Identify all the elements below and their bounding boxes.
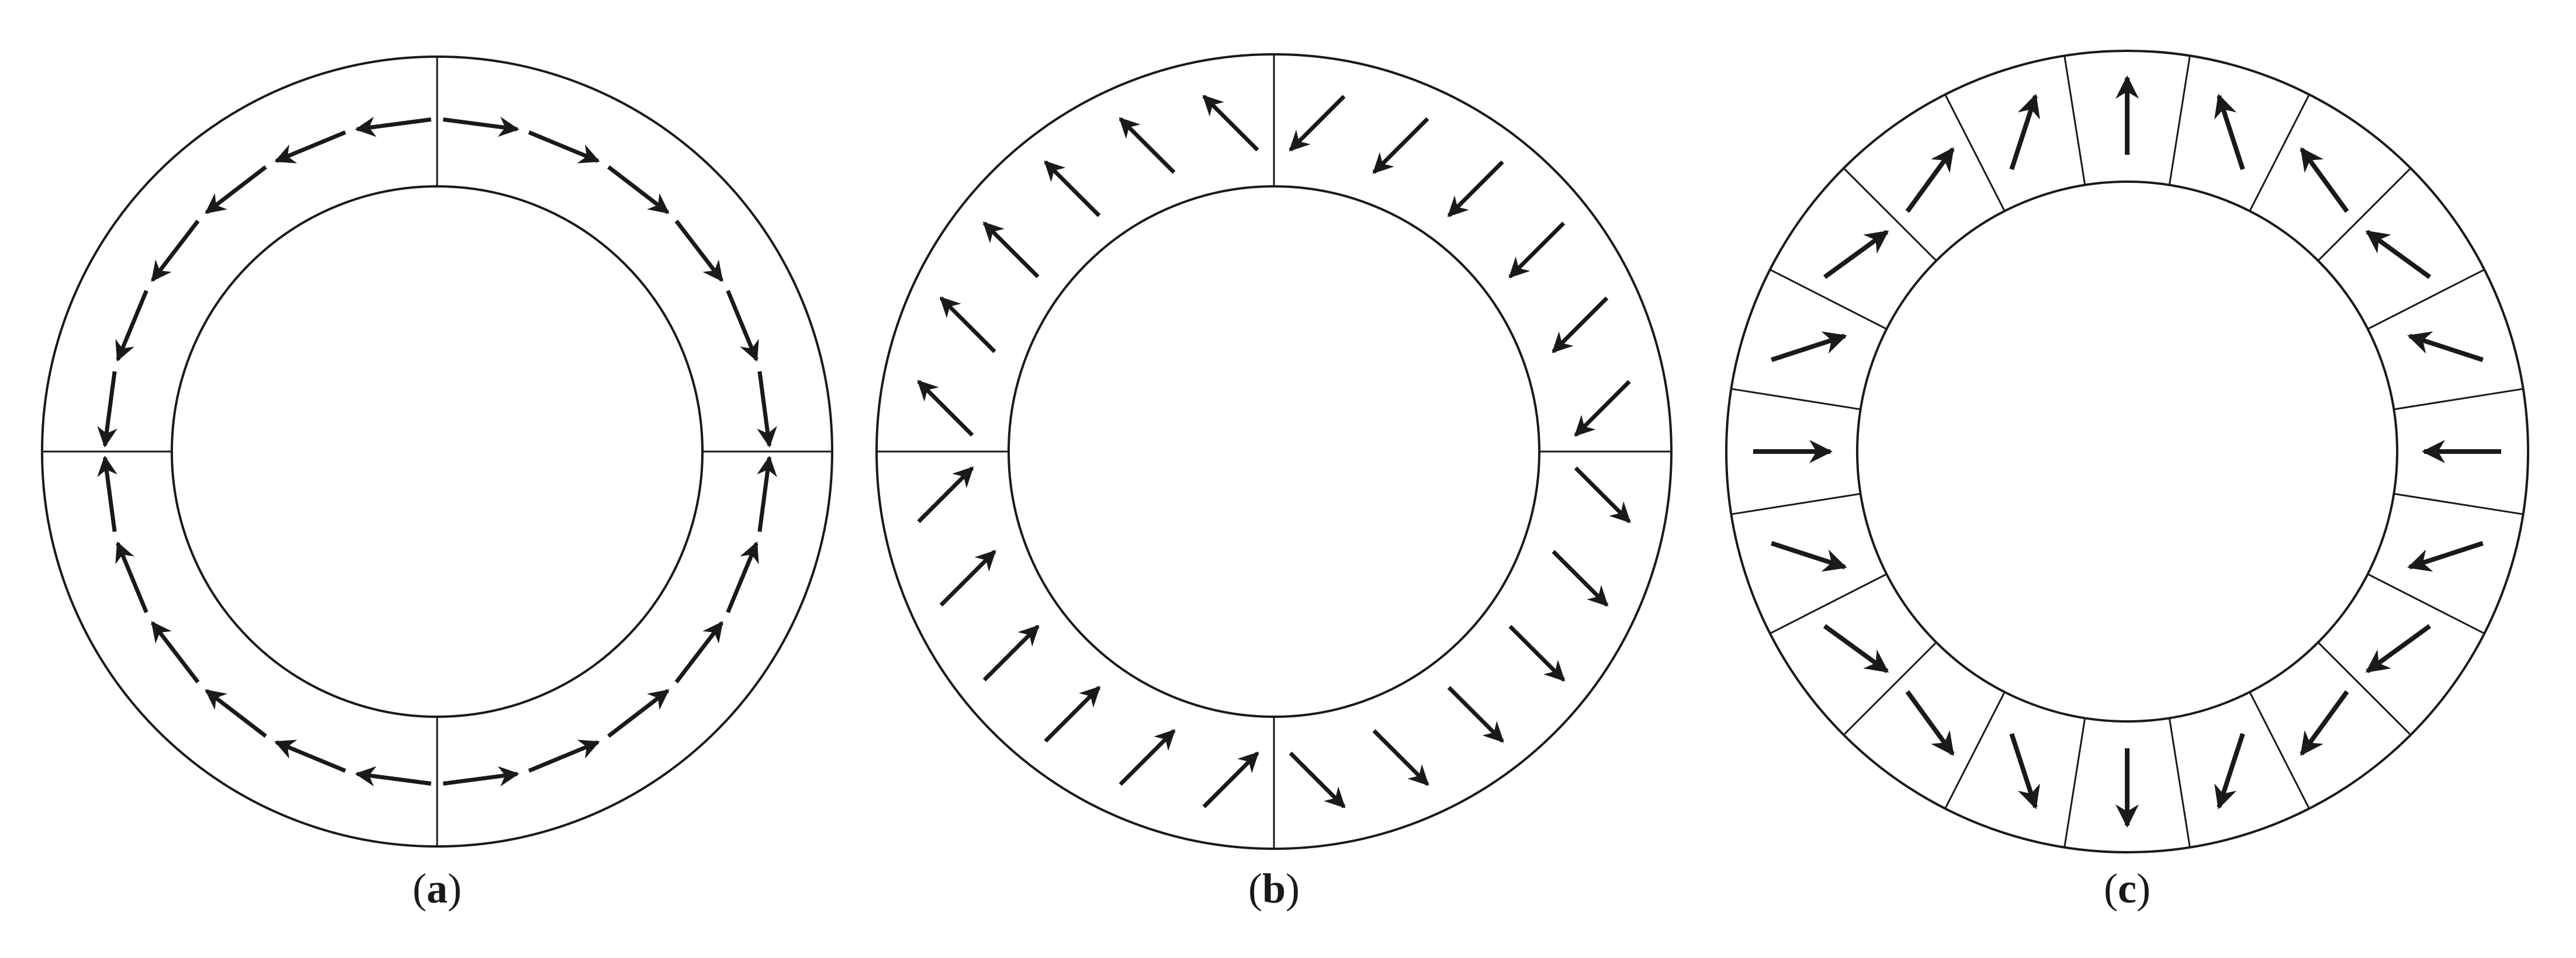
magnetization-arrow [674,220,723,282]
segment-divider [2168,718,2191,848]
caption-b-letter: b [1262,865,1286,912]
magnetization-arrow [1289,751,1346,808]
segment-divider [1843,167,1937,262]
segment-divider [2317,641,2412,736]
magnetization-arrow [442,116,520,137]
magnetization-arrow [528,130,600,164]
magnetization-arrow [115,290,148,362]
panel-c-magnet-ring [1725,50,2529,853]
magnetization-arrow [97,455,117,532]
panel-b-magnet-ring [875,53,1673,850]
magnetization-arrow [757,455,777,532]
magnetization-arrow [115,541,148,613]
magnetization-arrow [1574,466,1631,523]
magnetization-arrow [1119,117,1176,174]
segment-divider [2317,167,2412,262]
magnetization-arrow [1771,541,1847,572]
magnetization-arrow [939,550,996,607]
segment-divider [2367,573,2485,634]
magnetization-arrow [151,220,200,282]
segment-divider [2249,94,2310,212]
magnetization-arrow [982,221,1040,279]
magnetization-arrow [2365,230,2432,279]
magnetization-arrow [1771,331,1847,362]
caption-c-letter: c [2118,865,2137,912]
inner-circle [1007,185,1540,718]
magnetization-arrow [1447,686,1504,743]
segment-divider [2394,492,2523,515]
magnetization-arrow [917,466,974,523]
magnetization-arrow [1905,147,1955,213]
magnetization-arrow [355,116,432,137]
magnetization-arrow [757,371,777,448]
segment-divider [1731,388,1861,411]
magnetization-arrow [1905,690,1955,756]
magnetization-arrow [1447,160,1504,217]
magnetization-arrow [205,165,267,214]
magnetization-arrow [528,740,600,773]
magnetization-arrow [2214,733,2245,810]
magnetization-arrow [982,624,1040,682]
magnetization-arrow [1574,380,1631,437]
segment-divider [1944,94,2006,212]
magnetization-arrow [726,541,759,613]
caption-a: (a) [413,865,462,912]
magnetization-arrow [355,766,432,787]
magnetization-arrow [674,621,723,683]
magnetization-arrow [1508,221,1566,279]
segment-divider [2063,55,2086,185]
magnetization-arrow [1119,729,1176,786]
magnetization-arrow [2407,331,2484,362]
segment-divider [1944,691,2006,809]
segment-divider [1770,269,1888,330]
magnetization-arrow [726,290,759,362]
segment-divider [1770,573,1888,634]
magnetization-arrow [2300,147,2349,213]
magnetization-arrow [274,740,347,773]
panel-a-magnet-ring [41,55,833,848]
magnetization-arrow [2365,624,2432,674]
magnetization-arrow [274,130,347,164]
magnetization-arrow [1372,117,1429,174]
caption-c: (c) [2104,865,2151,912]
segment-divider [2249,691,2310,809]
segment-divider [2394,388,2523,411]
magnetization-arrow [2214,93,2245,171]
segment-divider [2367,269,2485,330]
magnetization-arrow [607,689,670,738]
magnetization-arrow [151,621,200,683]
magnetization-arrow [1044,160,1101,217]
caption-b: (b) [1248,865,1300,912]
caption-a-letter: a [427,865,448,912]
magnetization-arrow [1044,686,1101,743]
magnetization-arrow [939,296,996,353]
magnetization-arrow [1508,624,1566,682]
segment-divider [2168,55,2191,185]
magnetization-arrow [2407,541,2484,572]
magnetization-arrow [1552,550,1609,607]
magnetization-arrow [917,380,974,437]
magnetization-arrow [1289,95,1346,152]
magnetization-arrow [1202,751,1259,808]
segment-divider [2063,718,2086,848]
segment-divider [1731,492,1861,515]
magnetization-arrow [97,371,117,448]
magnetization-arrow [2009,93,2040,171]
inner-circle [171,185,704,718]
magnetization-arrow [442,766,520,787]
magnetization-arrow [1202,95,1259,152]
inner-circle [1856,181,2398,723]
magnetization-arrow [607,165,670,214]
segment-divider [1843,641,1937,736]
magnetization-arrow [1372,729,1429,786]
magnetization-arrow [1552,296,1609,353]
magnetization-arrow [2009,733,2040,810]
outer-circle [1725,50,2529,853]
magnetization-arrow [1823,624,1889,674]
magnetization-arrow [2300,690,2349,756]
magnetization-arrow [205,689,267,738]
magnetization-arrow [1823,230,1889,279]
